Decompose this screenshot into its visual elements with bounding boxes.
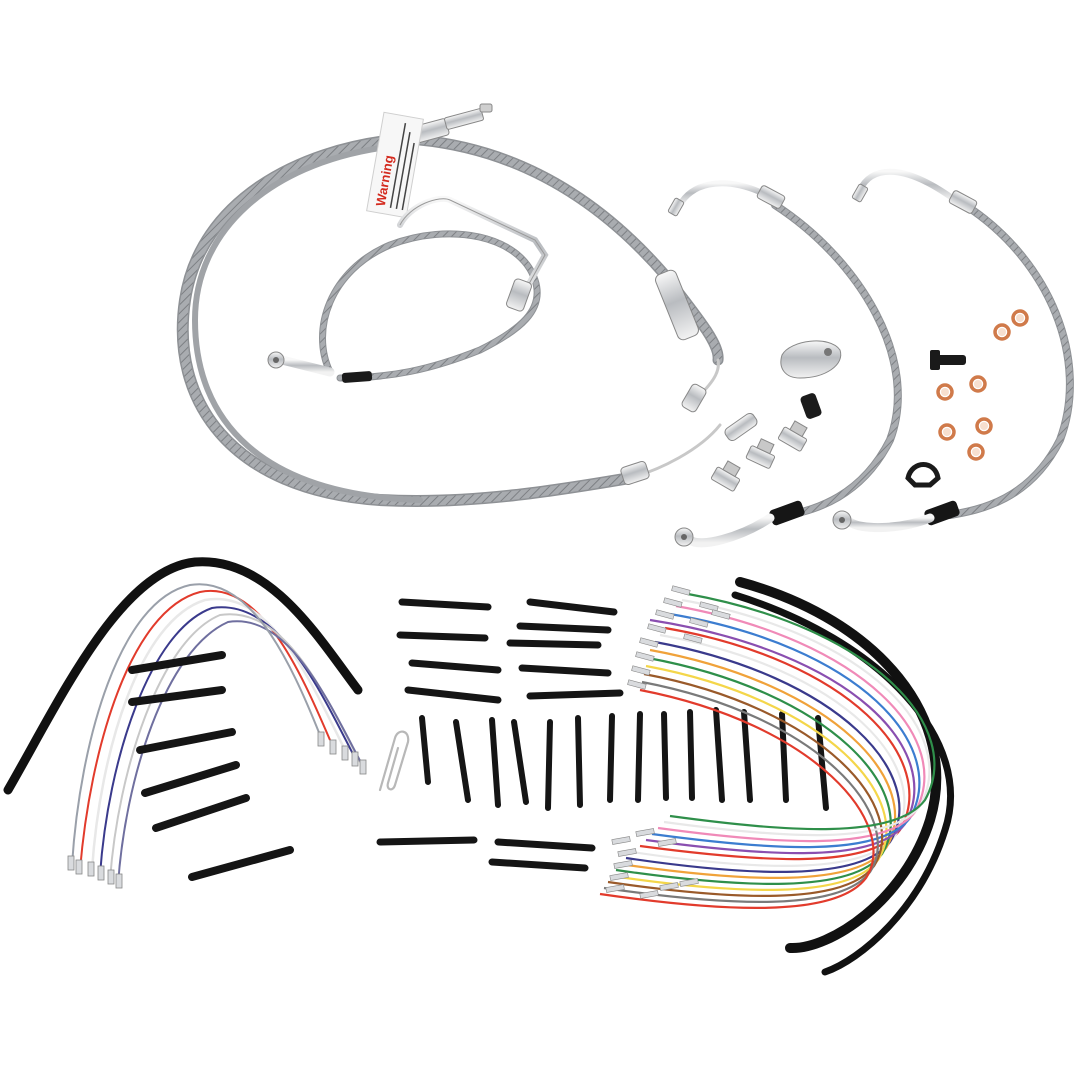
clutch-top-adjuster xyxy=(444,108,484,130)
brake-line-left xyxy=(677,180,902,519)
black-loom-right-1 xyxy=(735,577,942,954)
chrome-junction-cover xyxy=(780,340,842,379)
cable-clamp xyxy=(905,462,941,488)
brake-line-right xyxy=(857,168,1074,519)
left-wire-bundle xyxy=(71,583,366,886)
black-loom-left xyxy=(3,557,363,795)
black-loom-right-2 xyxy=(731,591,954,976)
clutch-mid-ferrule xyxy=(655,269,699,341)
brake-line-right-flare-nut xyxy=(851,183,869,203)
clutch-lower-ferrule xyxy=(681,383,707,413)
clutch-cable xyxy=(176,134,724,507)
loop-fitting-sleeve xyxy=(506,278,532,312)
right-harness-terminals-bottom xyxy=(605,828,699,899)
upper-brake-line-loop xyxy=(319,230,541,382)
paper-clip xyxy=(378,730,410,792)
warning-tag: Warning xyxy=(366,111,424,219)
banjo-bolt-1 xyxy=(710,460,741,492)
copper-washers xyxy=(936,309,1029,461)
loop-banjo-fitting xyxy=(267,351,335,377)
left-wire-terminals xyxy=(67,731,367,889)
brake-line-right-banjo xyxy=(832,510,935,533)
clutch-end-fitting xyxy=(724,412,758,442)
clutch-top-nipple xyxy=(479,103,493,113)
brake-line-left-flare-nut xyxy=(667,197,685,217)
banjo-bolt-3 xyxy=(777,420,808,452)
banjo-bolt-2 xyxy=(745,438,776,469)
clutch-cable-third-run xyxy=(191,145,423,503)
brake-line-left-top-ferrule xyxy=(756,185,786,209)
brake-line-right-top-ferrule xyxy=(948,190,978,214)
brake-line-left-hardline xyxy=(677,180,763,208)
copper-washer-inner xyxy=(941,314,1024,456)
clutch-cable-second-run xyxy=(414,134,724,366)
shrink-tubes-vertical xyxy=(419,707,829,811)
black-socket-bolt xyxy=(930,350,966,370)
brake-line-left-shrink xyxy=(769,500,805,526)
shrink-tubes-middle xyxy=(376,598,624,872)
right-wire-harness xyxy=(599,592,936,909)
right-harness-terminals-top xyxy=(627,585,731,690)
clutch-end-barrel xyxy=(620,460,650,486)
loop-shrink-sleeve xyxy=(341,371,373,383)
shrink-tubes-left xyxy=(128,651,294,881)
brake-line-left-banjo xyxy=(674,513,775,548)
rubber-grommet xyxy=(800,393,822,419)
brake-line-right-hardline xyxy=(857,168,958,203)
